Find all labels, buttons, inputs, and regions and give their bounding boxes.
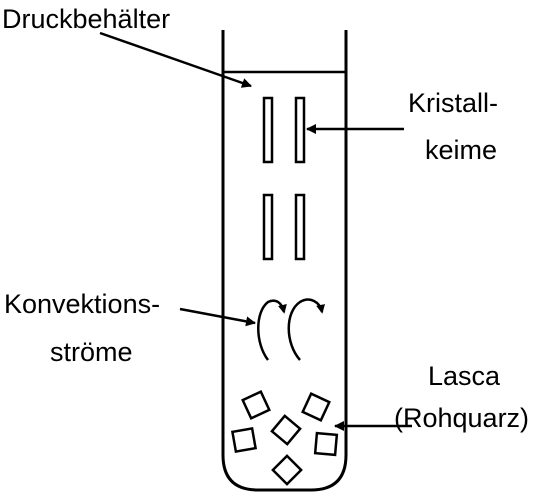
convection-arrow-right xyxy=(287,298,325,361)
leader-arrow-convection xyxy=(179,307,256,327)
vessel-outline xyxy=(221,30,348,492)
seed-crystal xyxy=(294,96,306,164)
label-seed-crystals-line2: keime xyxy=(425,135,497,165)
label-seed-crystals-line1: Kristall- xyxy=(408,88,498,118)
quartz-chunk xyxy=(301,392,331,422)
seed-crystal xyxy=(262,193,274,261)
label-convection-line1: Konvektions- xyxy=(4,289,160,319)
convection-arrows xyxy=(257,298,325,361)
quartz-chunk xyxy=(270,414,302,446)
quartz-chunk xyxy=(271,454,303,486)
seed-crystals xyxy=(262,96,306,261)
quartz-chunk xyxy=(241,390,271,420)
seed-crystal xyxy=(262,96,274,164)
label-convection-line2: ströme xyxy=(50,337,133,367)
convection-arrow-left xyxy=(257,299,287,361)
label-lasca-line2: (Rohquarz) xyxy=(394,403,529,433)
seed-crystal xyxy=(294,193,306,261)
label-lasca-line1: Lasca xyxy=(428,361,501,391)
lasca-chunks xyxy=(230,390,339,486)
leader-arrow-vessel xyxy=(99,31,252,88)
quartz-chunk xyxy=(313,431,339,457)
label-pressure-vessel: Druckbehälter xyxy=(2,4,170,34)
quartz-chunk xyxy=(230,426,258,454)
